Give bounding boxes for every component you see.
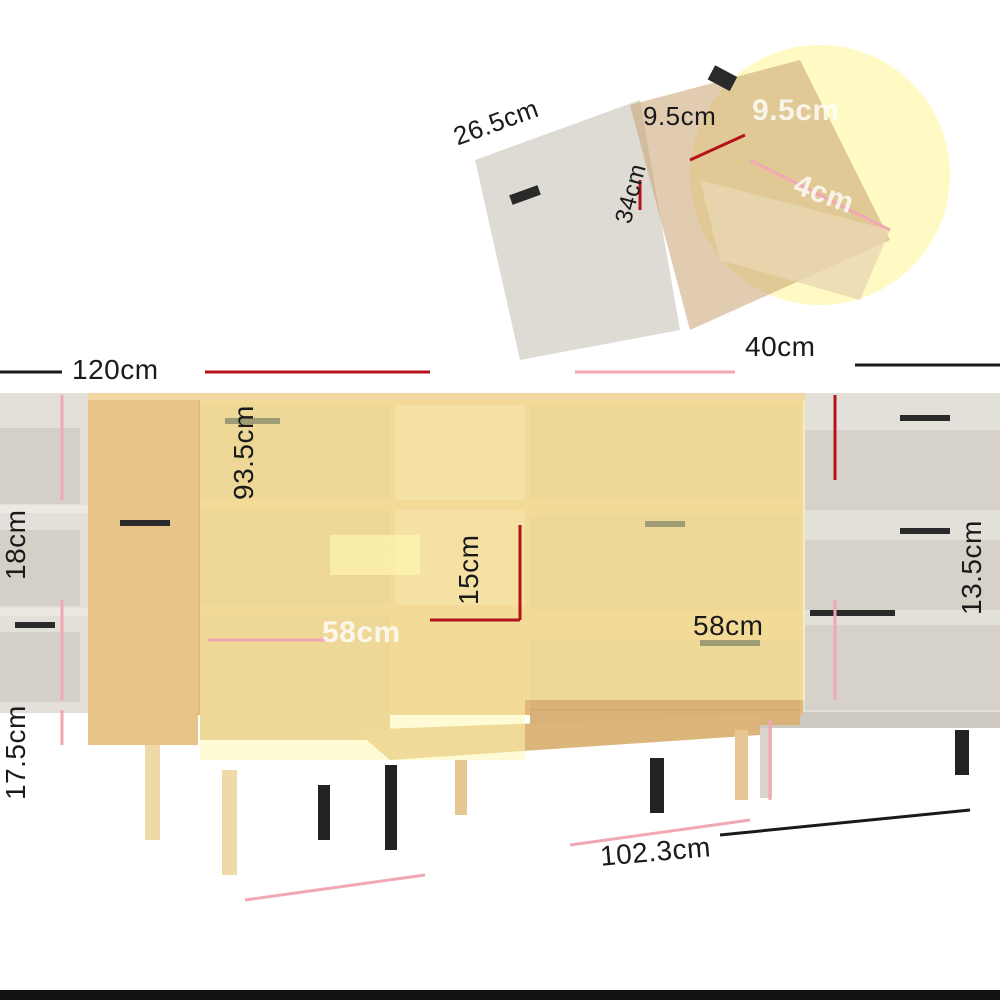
highlight-overlay [200, 400, 805, 760]
side-height-left-label: 18cm [0, 509, 31, 580]
leg-height-label: 17.5cm [0, 705, 31, 800]
ghost-inner-label: 9.5cm [752, 94, 840, 127]
dimension-lines [0, 363, 1000, 902]
leg-3 [455, 760, 467, 815]
drawer-height-label: 15cm [453, 534, 484, 605]
leg-dark-1 [318, 785, 330, 840]
right-gray-cabinet [760, 393, 1000, 798]
leg-4 [735, 730, 748, 800]
bottom-bar [0, 990, 1000, 1000]
handle-right-3 [810, 610, 895, 616]
ghost-width-label: 58cm [322, 616, 401, 649]
side-height-right-label: 13.5cm [956, 520, 987, 615]
inset-handle-top [707, 65, 738, 92]
depth-right-label: 40cm [745, 331, 816, 362]
handle-right-2 [900, 528, 950, 534]
leg-right-1 [955, 730, 969, 775]
drawer-inner-width-label: 9.5cm [643, 101, 717, 131]
leg-dark-2 [385, 765, 397, 850]
leg-2 [222, 770, 237, 875]
inset-handle-mid [509, 185, 541, 205]
drawer-inset [475, 45, 950, 360]
leg-dark-3 [650, 758, 664, 813]
total-height-label: 93.5cm [228, 405, 259, 500]
handle-right-1 [900, 415, 950, 421]
left-gray-cabinet [0, 393, 90, 713]
leg-1 [145, 745, 160, 840]
drawer-width-label: 58cm [693, 610, 764, 641]
handle-left-1 [15, 622, 55, 628]
width-left-label: 120cm [72, 354, 159, 385]
handle-2 [120, 520, 170, 526]
